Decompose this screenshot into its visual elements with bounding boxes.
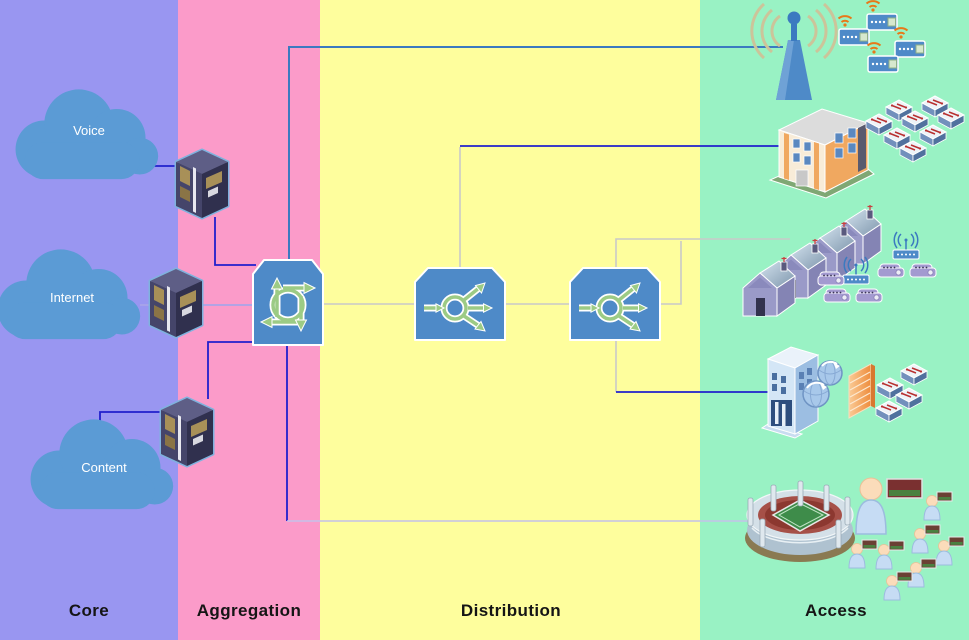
band-label-core: Core bbox=[69, 601, 109, 620]
link-contentserver-agg bbox=[207, 341, 256, 399]
layer-core: Voice Internet Content bbox=[0, 89, 230, 510]
stadium-site[interactable] bbox=[745, 477, 965, 601]
photo-icon bbox=[888, 540, 905, 551]
distribution-router-2-icon[interactable] bbox=[569, 267, 661, 341]
content-cloud-label: Content bbox=[81, 460, 127, 475]
enterprise-site[interactable] bbox=[760, 346, 928, 439]
link-router2-houses-stub bbox=[659, 241, 682, 305]
photo-icon bbox=[948, 536, 965, 547]
wireless-tower-site[interactable] bbox=[750, 0, 926, 100]
photo-large-icon bbox=[886, 478, 923, 499]
cable-modem-icon bbox=[909, 263, 937, 278]
voice-cloud-label: Voice bbox=[73, 123, 105, 138]
photo-icon bbox=[920, 558, 937, 569]
band-label-distribution: Distribution bbox=[461, 601, 561, 620]
photo-icon bbox=[896, 571, 913, 582]
office-building-icon bbox=[768, 108, 875, 199]
person-large-icon bbox=[855, 477, 887, 535]
content-server-icon[interactable] bbox=[159, 396, 215, 468]
globe-icon bbox=[817, 360, 843, 386]
radio-tower-icon bbox=[750, 2, 838, 100]
band-label-access: Access bbox=[805, 601, 867, 620]
photo-icon bbox=[936, 491, 953, 502]
cable-modem-icon bbox=[877, 263, 905, 278]
photo-icon bbox=[924, 524, 941, 535]
link-router2-houses bbox=[615, 238, 790, 270]
stadium-icon bbox=[745, 480, 855, 562]
layer-band-labels: Core Aggregation Distribution Access bbox=[69, 601, 867, 620]
firewall-icon bbox=[848, 363, 875, 419]
link-agg-tower bbox=[288, 46, 783, 260]
link-voiceserver-agg bbox=[214, 217, 256, 266]
voice-server-icon[interactable] bbox=[174, 148, 230, 220]
cable-modem-icon bbox=[823, 288, 851, 303]
cable-modem-icon bbox=[855, 288, 883, 303]
cable-modem-icon bbox=[817, 271, 845, 286]
layer-connections bbox=[99, 46, 790, 522]
internet-server-icon[interactable] bbox=[148, 267, 204, 339]
office-building-site[interactable] bbox=[768, 95, 965, 199]
enterprise-building-icon bbox=[760, 346, 820, 439]
internet-cloud-label: Internet bbox=[50, 290, 94, 305]
distribution-router-1-icon[interactable] bbox=[414, 267, 506, 341]
photo-icon bbox=[861, 539, 878, 550]
globe-icon bbox=[802, 380, 830, 408]
band-label-aggregation: Aggregation bbox=[197, 601, 302, 620]
aggregation-switch-icon[interactable] bbox=[252, 259, 324, 346]
